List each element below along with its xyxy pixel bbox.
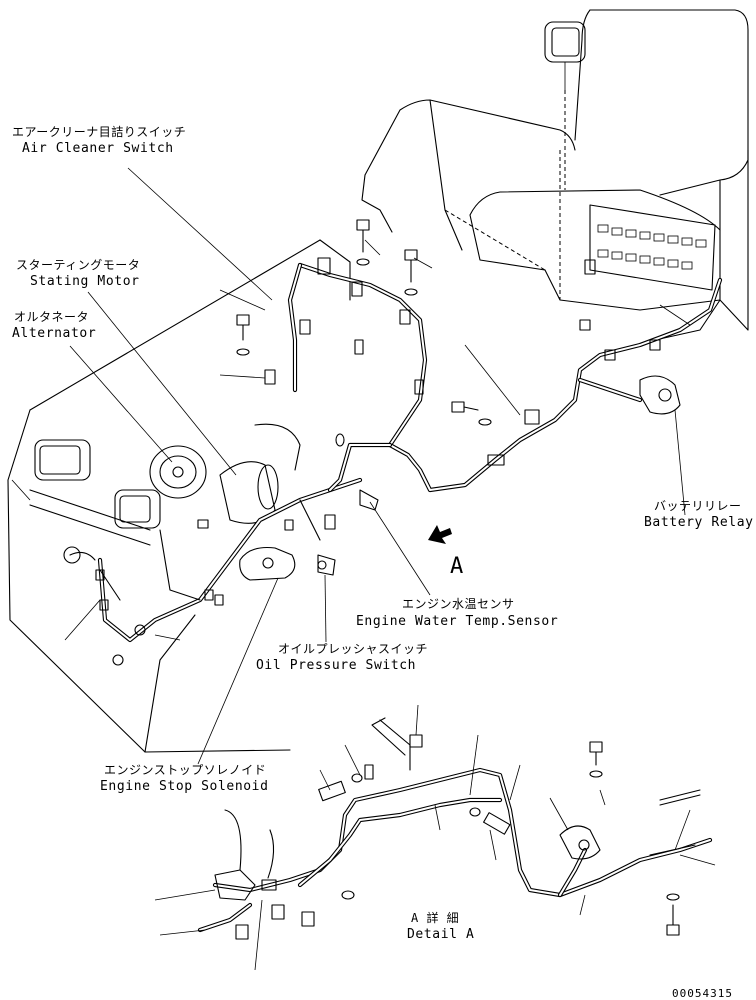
bolts-upper xyxy=(236,219,492,447)
alternator-label-jp: オルタネータ xyxy=(14,310,90,324)
engine-lights xyxy=(29,439,161,546)
starting-motor-label-en: Stating Motor xyxy=(30,274,140,289)
oil-pressure-switch-label-en: Oil Pressure Switch xyxy=(256,658,417,673)
engine-block xyxy=(7,239,351,753)
leader-lines xyxy=(11,167,691,765)
detail-a-leaders xyxy=(154,704,716,971)
engine-stop-solenoid-label-jp: エンジンストップソレノイド xyxy=(104,763,267,777)
battery-relay-body xyxy=(639,375,681,415)
engine-stop-solenoid-label-en: Engine Stop Solenoid xyxy=(100,779,269,794)
view-arrow-a-label: A xyxy=(450,554,464,579)
alternator-label-en: Alternator xyxy=(12,326,97,341)
cab-light xyxy=(544,21,586,190)
battery-relay-label-jp: バッテリリレー xyxy=(654,499,742,513)
air-cleaner-switch-label-en: Air Cleaner Switch xyxy=(22,141,174,156)
engine-water-temp-sensor-label-jp: エンジン水温センサ xyxy=(402,597,515,611)
detail-a-label-en: Detail A xyxy=(407,927,475,942)
detail-a-label-jp: A 詳 細 xyxy=(411,911,460,925)
air-cleaner-switch-label-jp: エアークリーナ目詰りスイッチ xyxy=(12,125,187,139)
starting-motor-label-jp: スターティングモータ xyxy=(16,258,141,272)
oil-pressure-switch-label-jp: オイルプレッシャスイッチ xyxy=(278,642,429,656)
operator-seat xyxy=(361,9,749,341)
detail-a-parts xyxy=(214,717,701,940)
connectors-engine xyxy=(95,514,336,666)
engine-stop-solenoid-body xyxy=(239,546,296,581)
water-temp-sensor-body xyxy=(359,489,379,511)
engine-water-temp-sensor-label-en: Engine Water Temp.Sensor xyxy=(356,614,559,629)
battery-relay-label-en: Battery Relay xyxy=(644,515,754,530)
harness-connectors xyxy=(264,257,661,466)
fuse-box xyxy=(589,204,716,291)
alternator-body xyxy=(149,445,207,499)
detail-a-harness xyxy=(197,767,713,933)
drawing-number: 00054315 xyxy=(672,987,733,1000)
main-harness xyxy=(287,262,723,493)
oil-pressure-switch-body xyxy=(317,554,336,576)
engine-harness xyxy=(63,477,363,643)
starting-motor-body xyxy=(219,423,301,524)
view-arrow-a xyxy=(428,525,452,544)
